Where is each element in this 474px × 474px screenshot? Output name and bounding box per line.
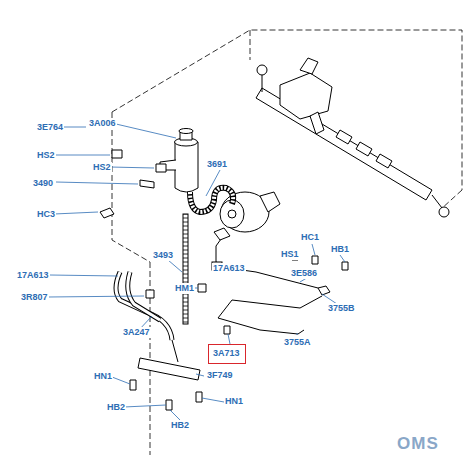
callout-number: 3E586 xyxy=(290,268,318,279)
callout-number: 3A247 xyxy=(122,327,151,338)
callout-number: HC1 xyxy=(300,232,320,243)
callout-number: HB2 xyxy=(106,402,126,413)
callout-number: 3691 xyxy=(206,159,228,170)
callout-number: 3A006 xyxy=(88,118,117,129)
callout-number: 17A613 xyxy=(16,270,50,281)
callout-number: HN1 xyxy=(93,371,113,382)
callout-number: HN1 xyxy=(224,396,244,407)
callout-number: 3A713 xyxy=(213,348,241,359)
callout-number: 3490 xyxy=(32,178,54,189)
callout-number: 3755A xyxy=(283,337,312,348)
callout-number: HS2 xyxy=(36,150,56,161)
callout-number: 3F749 xyxy=(206,370,234,381)
callout-number: HB1 xyxy=(330,244,350,255)
callout-number: HS2 xyxy=(92,162,112,173)
callout-number: 17A613 xyxy=(212,263,246,274)
callout-number: HB2 xyxy=(170,420,190,431)
callout-number: 3493 xyxy=(152,250,174,261)
callout-number: HS1 xyxy=(280,249,300,260)
callout-number: 3755B xyxy=(327,303,356,314)
callout-number: 3R807 xyxy=(20,292,49,303)
callout-number: HC3 xyxy=(36,209,56,220)
highlight-box: 3A713 xyxy=(208,344,246,364)
callout-number: HM1 xyxy=(174,283,195,294)
watermark: OMS xyxy=(396,438,440,449)
callout-number: 3E764 xyxy=(36,122,64,133)
